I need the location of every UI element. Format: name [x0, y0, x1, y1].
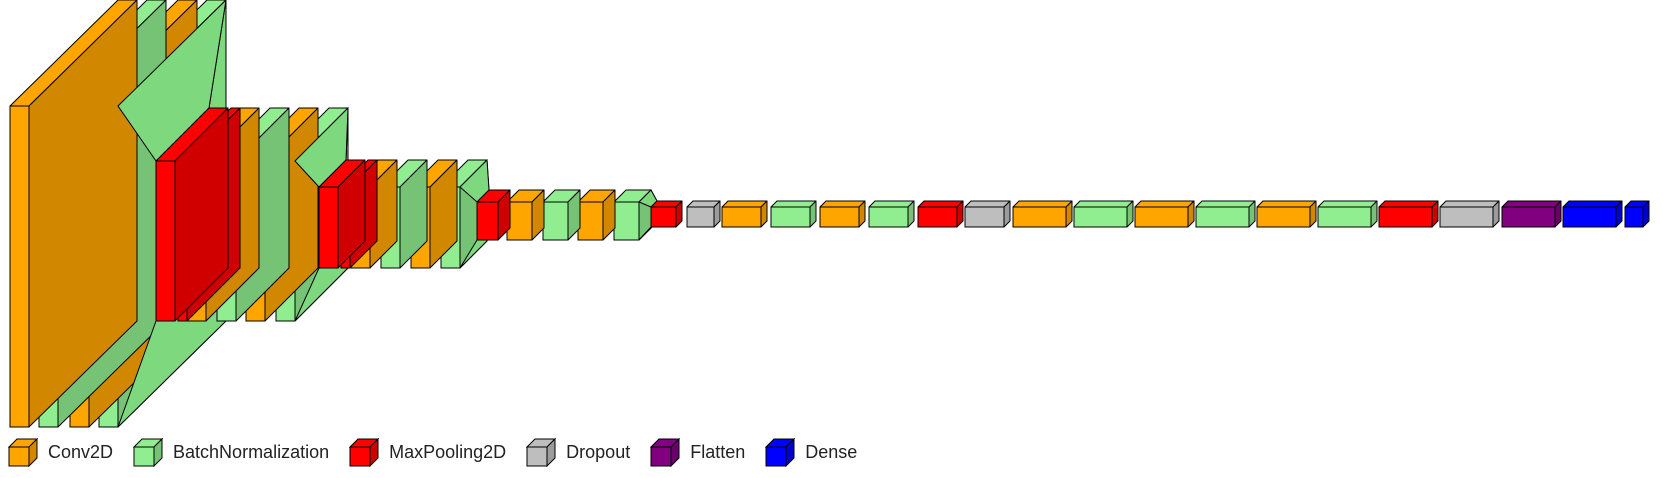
cube-icon — [765, 437, 796, 467]
cube-icon — [8, 437, 38, 467]
legend: Conv2D BatchNormalization MaxPooling2D Drop… — [8, 436, 877, 468]
layer-dropout — [964, 200, 1011, 228]
legend-label: BatchNormalization — [173, 441, 330, 462]
layer-batchnorm — [1073, 200, 1134, 228]
layer-dropout — [1439, 200, 1500, 228]
cube-icon — [133, 437, 164, 467]
layer-batchnorm — [1195, 200, 1256, 228]
cube-icon — [349, 437, 380, 467]
layer-conv2d — [721, 200, 768, 228]
layer-conv2d — [9, 0, 138, 428]
layer-batchnorm — [1317, 200, 1378, 228]
legend-item-flatten: Flatten — [650, 437, 745, 467]
legend-item-conv2d: Conv2D — [8, 437, 113, 467]
layer-conv2d — [1012, 200, 1073, 228]
legend-label: Flatten — [690, 441, 746, 462]
cube-icon — [650, 437, 681, 467]
layer-conv2d — [1256, 200, 1317, 228]
layer-maxpool — [650, 200, 683, 228]
legend-item-dropout: Dropout — [526, 437, 630, 467]
legend-label: Dropout — [566, 441, 631, 462]
layer-maxpool — [476, 189, 511, 241]
layer-flatten — [1501, 200, 1562, 228]
layer-conv2d — [577, 189, 616, 241]
layer-dense — [1624, 200, 1650, 228]
legend-label: MaxPooling2D — [389, 441, 507, 462]
layer-conv2d — [1134, 200, 1195, 228]
layer-dense — [1562, 200, 1623, 228]
legend-item-dense: Dense — [765, 437, 857, 467]
layer-maxpool — [155, 107, 229, 322]
legend-label: Conv2D — [48, 441, 114, 462]
layer-batchnorm — [868, 200, 915, 228]
layer-conv2d — [506, 189, 545, 241]
layer-batchnorm — [542, 189, 581, 241]
layer-batchnorm — [770, 200, 817, 228]
layer-maxpool — [917, 200, 964, 228]
layer-conv2d — [819, 200, 866, 228]
layer-dropout — [686, 200, 721, 228]
layer-maxpool — [318, 159, 366, 269]
legend-label: Dense — [805, 441, 858, 462]
legend-item-batchnorm: BatchNormalization — [133, 437, 329, 467]
layer-maxpool — [1378, 200, 1439, 228]
cube-icon — [526, 437, 557, 467]
legend-item-maxpool: MaxPooling2D — [349, 437, 506, 467]
